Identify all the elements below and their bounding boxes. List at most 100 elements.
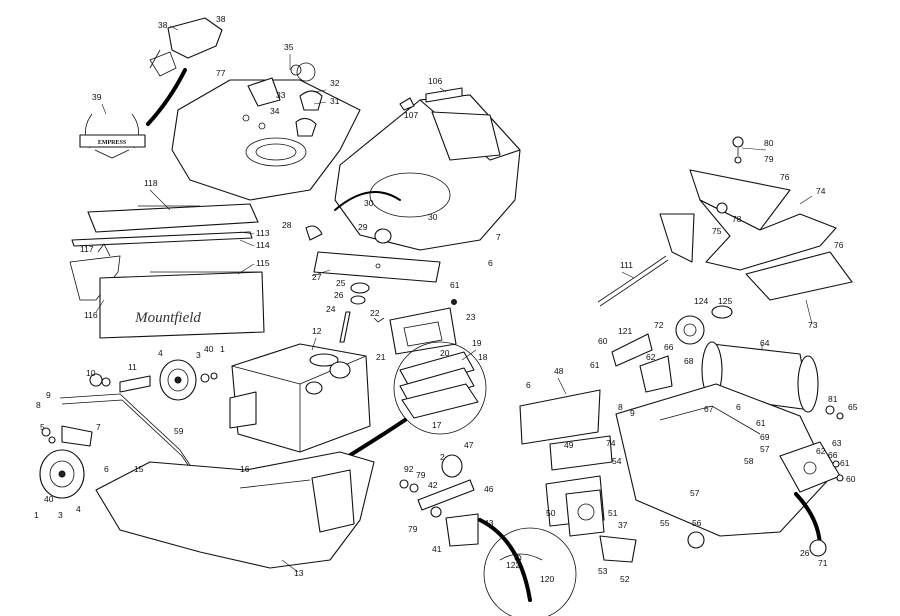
callout-label: 55 [660, 518, 670, 528]
callout-label: 80 [764, 138, 774, 148]
callout-label: 61 [450, 280, 460, 290]
callout-label: 2 [440, 452, 445, 462]
callout-label: 65 [848, 402, 858, 412]
callout-label: 116 [84, 310, 98, 320]
callout-label: 107 [404, 110, 418, 120]
callout-label: 13 [294, 568, 304, 578]
callout-label: 118 [144, 178, 158, 188]
callout-label: 34 [270, 106, 280, 116]
empress-emblem: EMPRESS [79, 113, 146, 159]
callout-label: 24 [326, 304, 336, 314]
callout-label: 38 [216, 14, 226, 24]
callout-label: 10 [86, 368, 96, 378]
callout-label: 122 [506, 560, 520, 570]
callout-label: 38 [158, 20, 168, 30]
air-filter-cover [389, 299, 457, 355]
callout-label: 76 [780, 172, 790, 182]
callout-label: 33 [276, 90, 286, 100]
cable-clip-parts [247, 62, 323, 137]
callout-label: 6 [736, 402, 741, 412]
callout-label: 31 [330, 96, 340, 106]
roller-frame [611, 333, 831, 537]
callout-label: 60 [598, 336, 608, 346]
chain-guard [519, 389, 601, 445]
deflector-bolt [732, 136, 744, 164]
callout-label: 74 [606, 438, 616, 448]
callout-label: 74 [816, 186, 826, 196]
callout-label: 46 [484, 484, 494, 494]
callout-label: 62 [646, 352, 656, 362]
top-rear-shield [71, 203, 259, 247]
callout-label: 20 [440, 348, 450, 358]
callout-label: 19 [472, 338, 482, 348]
callout-label: 1 [220, 344, 225, 354]
callout-label: 5 [40, 422, 45, 432]
cutter-deck [334, 94, 521, 251]
callout-label: 121 [618, 326, 632, 336]
callout-label: 52 [620, 574, 630, 584]
callout-label: 47 [464, 440, 474, 450]
drive-shaft-part [399, 87, 463, 111]
callout-label: 114 [256, 240, 270, 250]
callout-label: 7 [96, 422, 101, 432]
clutch-lever-assembly [545, 435, 705, 563]
callout-label: 60 [846, 474, 856, 484]
callout-label: 30 [364, 198, 374, 208]
callout-label: 3 [196, 350, 201, 360]
callout-label: 4 [76, 504, 81, 514]
callout-label: 4 [158, 348, 163, 358]
callout-label: 18 [478, 352, 488, 362]
callout-label: 117 [80, 244, 94, 254]
engine-bolt-part [339, 282, 385, 343]
callout-label: 79 [416, 470, 426, 480]
drive-belt-parts [399, 454, 532, 602]
callout-label: 124 [694, 296, 708, 306]
callout-label: 7 [496, 232, 501, 242]
callout-label: 17 [432, 420, 442, 430]
engine-block [229, 343, 371, 453]
callout-label: 54 [612, 456, 622, 466]
callout-label: 8 [36, 400, 41, 410]
grass-deflector [659, 169, 837, 271]
callout-label: 78 [732, 214, 742, 224]
callout-label: 61 [840, 458, 850, 468]
callout-label: 111 [620, 260, 633, 270]
drive-chain-heavy [794, 492, 827, 557]
callout-label: 76 [834, 240, 844, 250]
callout-label: 64 [760, 338, 770, 348]
callout-label: 30 [428, 212, 438, 222]
callout-label: 63 [832, 438, 842, 448]
callout-label: 12 [312, 326, 322, 336]
callout-label: 66 [828, 450, 838, 460]
callout-label: 62 [816, 446, 826, 456]
callout-label: 59 [174, 426, 184, 436]
grass-bag-frame [146, 68, 187, 126]
rear-flap [745, 251, 853, 301]
callout-label: 57 [690, 488, 700, 498]
callout-label: 28 [282, 220, 292, 230]
callout-label: 72 [654, 320, 664, 330]
callout-label: 92 [404, 464, 414, 474]
callout-label: 23 [466, 312, 476, 322]
callout-label: 6 [104, 464, 109, 474]
callout-label: 40 [44, 494, 54, 504]
callout-label: 61 [590, 360, 600, 370]
callout-label: 27 [312, 272, 322, 282]
deck-skirt-part [313, 251, 441, 283]
callout-label: 6 [488, 258, 493, 268]
callout-label: 68 [684, 356, 694, 366]
callout-label: 29 [358, 222, 368, 232]
callout-label: 43 [484, 518, 494, 528]
callout-label: 53 [598, 566, 608, 576]
callout-label: 69 [760, 432, 770, 442]
callout-label: 22 [370, 308, 380, 318]
callout-label: 32 [330, 78, 340, 88]
callout-label: 51 [608, 508, 618, 518]
callout-label: 25 [336, 278, 346, 288]
callout-label: 115 [256, 258, 270, 268]
callout-label: 1 [34, 510, 39, 520]
wheel-bolt-part [305, 225, 323, 241]
callout-label: 3 [58, 510, 63, 520]
